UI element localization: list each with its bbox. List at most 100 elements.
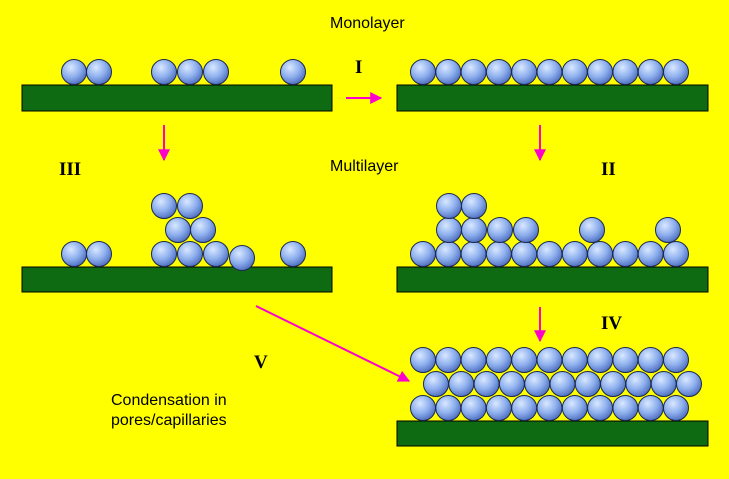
- molecule: [203, 59, 229, 85]
- molecule: [436, 193, 462, 219]
- molecule-group: [61, 59, 702, 421]
- molecule: [177, 241, 203, 267]
- molecule: [650, 371, 677, 397]
- molecule: [473, 371, 500, 397]
- molecule: [663, 241, 689, 267]
- molecule: [612, 59, 639, 85]
- molecule: [498, 371, 525, 397]
- molecule: [165, 217, 191, 243]
- molecule: [663, 395, 689, 421]
- molecule: [600, 371, 627, 397]
- molecule: [487, 217, 513, 243]
- molecule: [574, 371, 601, 397]
- molecule: [536, 59, 563, 85]
- arrow-group: [158, 92, 546, 382]
- molecule: [61, 59, 87, 85]
- molecule: [637, 347, 664, 373]
- molecule: [229, 245, 255, 271]
- molecule: [536, 395, 563, 421]
- molecule: [460, 241, 487, 267]
- molecule: [177, 193, 203, 219]
- molecule: [561, 59, 588, 85]
- molecule: [435, 347, 462, 373]
- molecule: [190, 217, 216, 243]
- molecule: [435, 59, 462, 85]
- molecule: [203, 241, 229, 267]
- condensation-caption-line-2: pores/capillaries: [111, 412, 227, 429]
- molecule: [663, 347, 689, 373]
- molecule: [485, 395, 512, 421]
- substrate-mid-left: [21, 266, 333, 293]
- molecule: [410, 59, 436, 85]
- molecule: [625, 371, 652, 397]
- molecule: [511, 347, 538, 373]
- molecule: [435, 395, 462, 421]
- molecule: [461, 193, 487, 219]
- molecule: [637, 59, 664, 85]
- molecule: [511, 395, 538, 421]
- substrate-bottom-right: [396, 420, 709, 447]
- molecule: [177, 59, 203, 85]
- substrate-mid-right: [396, 266, 709, 293]
- multilayer-label: Multilayer: [330, 158, 399, 175]
- molecule: [151, 241, 177, 267]
- condensation-caption-line-1: Condensation in: [111, 392, 227, 409]
- molecule: [448, 371, 475, 397]
- molecule: [460, 347, 487, 373]
- molecule: [561, 241, 588, 267]
- molecule: [676, 371, 702, 397]
- molecule: [435, 241, 462, 267]
- stage-1-label: I: [355, 57, 363, 78]
- molecule: [410, 395, 436, 421]
- molecule: [485, 59, 512, 85]
- molecule: [410, 241, 436, 267]
- stage-3-label: III: [59, 159, 82, 180]
- molecule: [587, 347, 614, 373]
- molecule: [549, 371, 576, 397]
- molecule: [587, 241, 614, 267]
- substrate-group: [21, 84, 709, 447]
- molecule: [151, 193, 177, 219]
- molecule: [485, 241, 512, 267]
- substrate-top-right: [396, 84, 709, 112]
- stage-4-label: IV: [601, 313, 623, 334]
- molecule: [587, 395, 614, 421]
- molecule: [86, 59, 112, 85]
- molecule: [637, 241, 664, 267]
- molecule: [61, 241, 87, 267]
- molecule: [612, 347, 639, 373]
- molecule: [612, 395, 639, 421]
- molecule: [151, 59, 177, 85]
- molecule: [536, 241, 563, 267]
- molecule: [536, 347, 563, 373]
- molecule: [485, 347, 512, 373]
- substrate-top-left: [21, 84, 333, 112]
- molecule: [561, 395, 588, 421]
- molecule: [410, 347, 436, 373]
- molecule: [524, 371, 551, 397]
- molecule: [423, 371, 449, 397]
- molecule: [663, 59, 689, 85]
- condensation-caption: Condensation in pores/capillaries: [111, 391, 271, 431]
- molecule: [513, 217, 539, 243]
- molecule: [511, 241, 538, 267]
- stage-2-label: II: [601, 159, 616, 180]
- molecule: [579, 217, 605, 243]
- molecule: [561, 347, 588, 373]
- molecule: [280, 59, 306, 85]
- molecule: [86, 241, 112, 267]
- molecule: [460, 59, 487, 85]
- molecule: [587, 59, 614, 85]
- molecule: [655, 217, 681, 243]
- molecule: [436, 217, 462, 243]
- molecule: [637, 395, 664, 421]
- molecule: [511, 59, 538, 85]
- monolayer-label: Monolayer: [330, 15, 405, 32]
- molecule: [280, 241, 306, 267]
- molecule: [461, 217, 487, 243]
- stage-5-label: V: [254, 352, 268, 373]
- molecule: [612, 241, 639, 267]
- arrow-v: [255, 305, 411, 382]
